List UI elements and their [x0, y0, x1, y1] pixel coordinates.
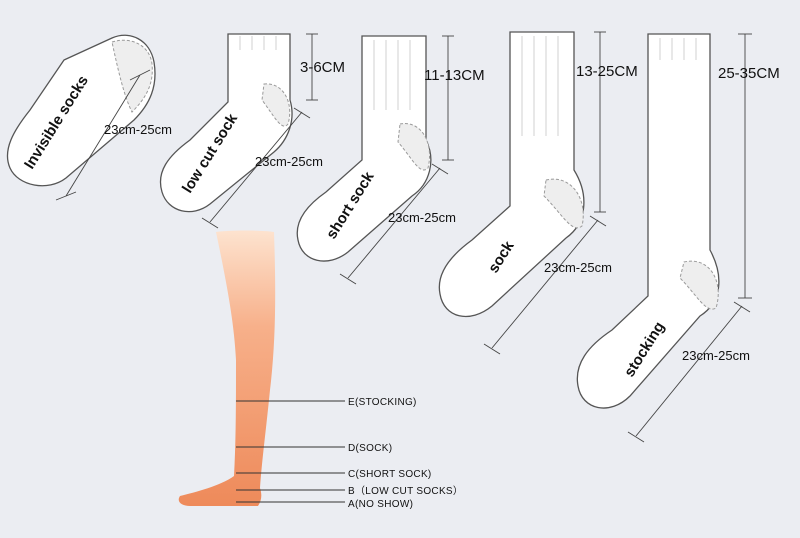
short-length-tick	[431, 163, 449, 175]
low-cut-sock-height: 3-6CM	[300, 59, 345, 76]
invisible-sock-heel	[111, 39, 153, 113]
short-sock-height: 11-13CM	[424, 67, 485, 84]
level-c-label: C(SHORT SOCK)	[348, 469, 432, 480]
level-e-label: E(STOCKING)	[348, 397, 417, 408]
short-sock-length: 23cm-25cm	[388, 210, 456, 225]
stocking-length-line	[635, 305, 743, 437]
height-levels: E(STOCKING) D(SOCK) C(SHORT SOCK) B（LOW …	[236, 397, 463, 510]
low-cut-sock: 3-6CM low cut sock 23cm-25cm	[159, 33, 345, 229]
stocking-length-tick	[733, 301, 751, 313]
low-cut-sock-heel	[261, 83, 291, 127]
sock-shape	[438, 31, 585, 317]
sock-length-line	[491, 219, 599, 349]
stocking-height: 25-35CM	[718, 65, 780, 82]
invisible-sock-length-line	[65, 74, 141, 197]
short-length-line	[347, 167, 441, 279]
invisible-sock: Invisible socks 23cm-25cm	[6, 34, 172, 201]
invisible-sock-shape	[6, 34, 156, 187]
sock-length: 23cm-25cm	[544, 260, 612, 275]
short-length-tick	[339, 273, 357, 285]
low-cut-sock-shape	[159, 33, 293, 213]
stocking-heel	[679, 260, 719, 310]
leg-illustration	[178, 230, 276, 506]
sock: 13-25CM sock 23cm-25cm	[438, 31, 638, 355]
short-sock-shape	[296, 35, 432, 262]
stocking: 25-35CM stocking 23cm-25cm	[576, 33, 780, 443]
level-b-label: B（LOW CUT SOCKS）	[348, 485, 463, 497]
short-sock-heel	[397, 123, 430, 171]
invisible-sock-length: 23cm-25cm	[104, 122, 172, 137]
stocking-length: 23cm-25cm	[682, 348, 750, 363]
low-cut-length-line	[209, 111, 303, 223]
sock-length-tick	[483, 343, 501, 355]
short-sock: 11-13CM short sock 23cm-25cm	[296, 35, 485, 285]
level-a-label: A(NO SHOW)	[348, 499, 413, 510]
stocking-shape	[576, 33, 720, 409]
stocking-length-tick	[627, 431, 645, 443]
leg-shape	[178, 230, 276, 506]
level-d-label: D(SOCK)	[348, 443, 392, 454]
low-cut-length-tick	[293, 107, 311, 119]
invisible-sock-tick-bottom	[55, 191, 77, 201]
low-cut-length-tick	[201, 217, 219, 229]
low-cut-sock-length: 23cm-25cm	[255, 154, 323, 169]
sock-length-tick	[589, 215, 607, 227]
sock-heel	[543, 178, 584, 229]
sock-height: 13-25CM	[576, 63, 638, 80]
